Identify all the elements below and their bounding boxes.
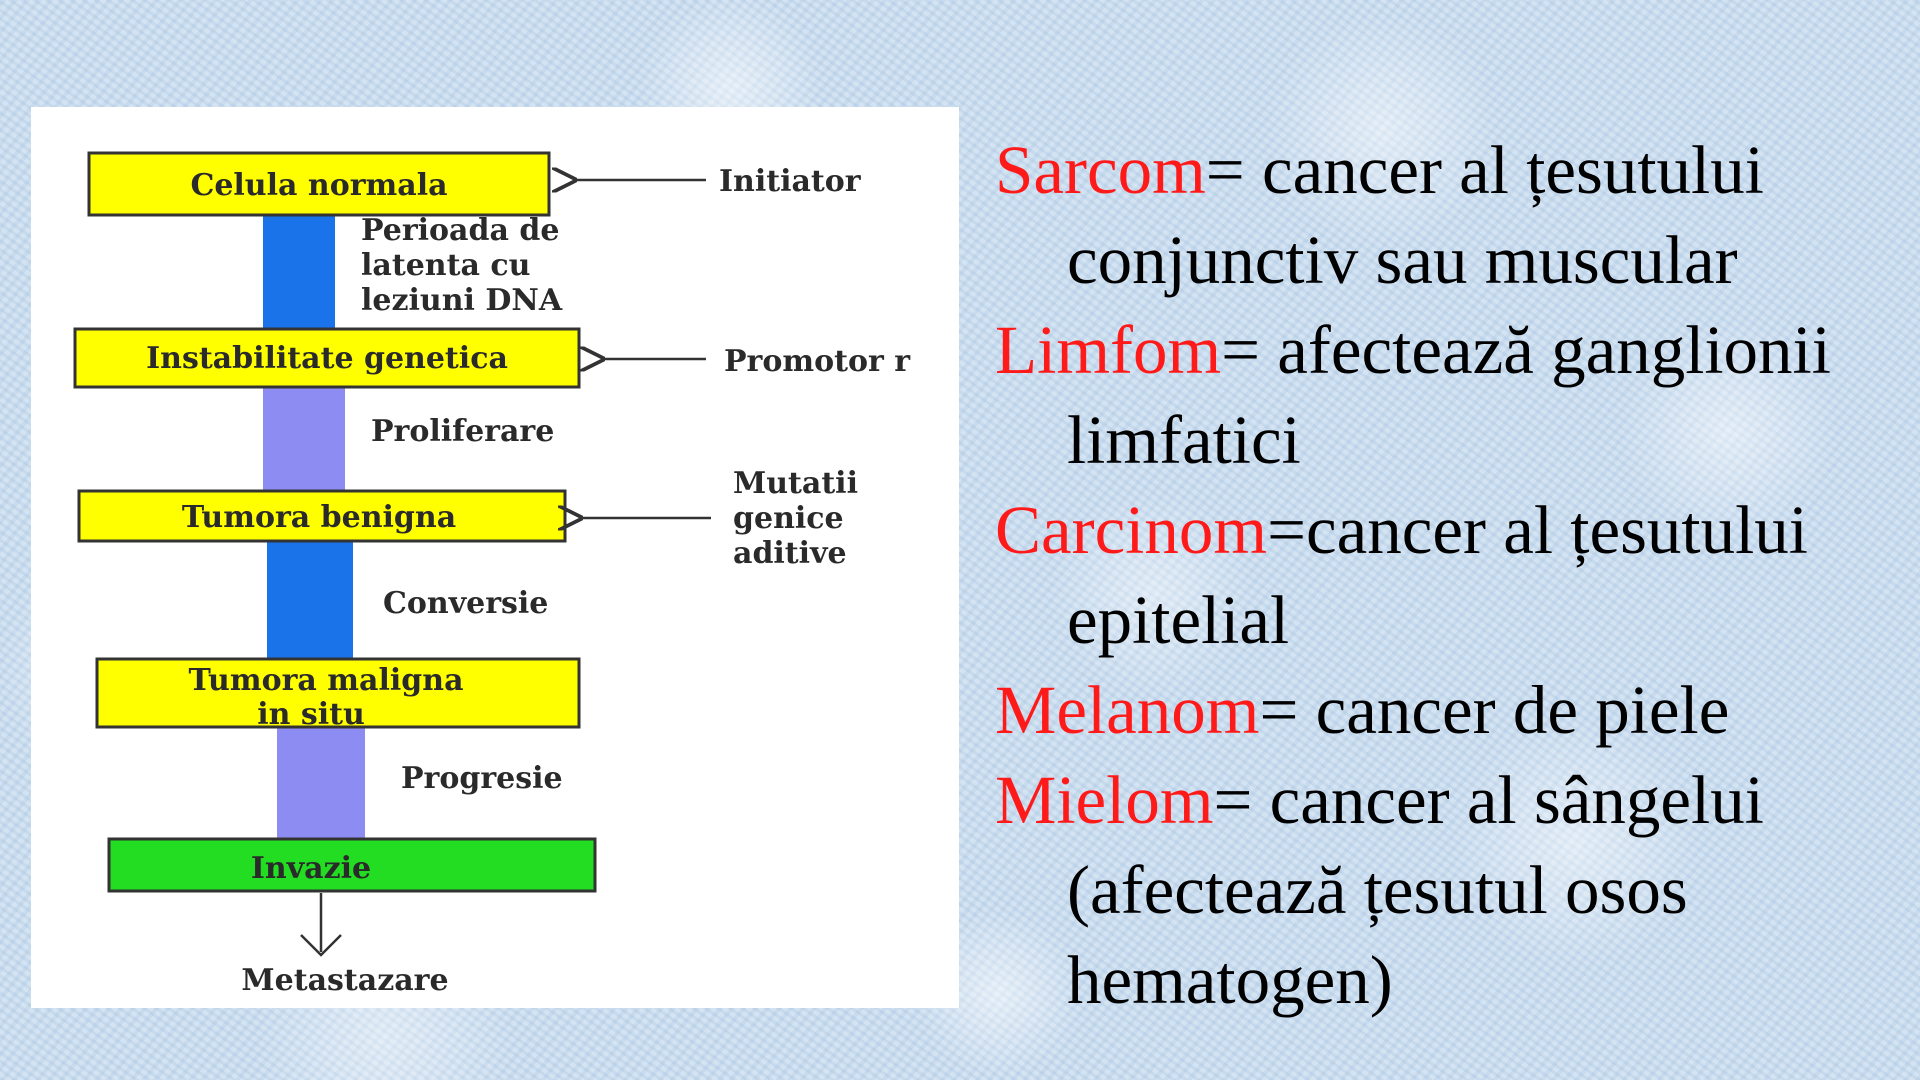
box-instabilitate-genetica-label: Instabilitate genetica [146, 341, 508, 376]
stage-label-latenta-line2: latenta cu [361, 248, 530, 283]
box-celula-normala [87, 151, 551, 217]
stage-bar-conversie [267, 539, 353, 659]
definition-text-carcinom: =cancer al țesutului epitelial [1067, 492, 1808, 658]
input-label-initiator: Initiator [719, 164, 862, 199]
stage-label-latenta-line1: Perioada de [361, 213, 559, 248]
stage-label-latenta-line3: leziuni DNA [361, 283, 563, 318]
term-sarcom: Sarcom [995, 132, 1206, 208]
carcinogenesis-diagram: Celula normala Instabilitate genetica Tu… [31, 107, 959, 1008]
box-celula-normala-label: Celula normala [190, 168, 447, 203]
stage-bar-progresie [277, 725, 365, 847]
definition-melanom: Melanom= cancer de piele [995, 665, 1905, 755]
term-melanom: Melanom [995, 672, 1260, 748]
box-invazie [107, 837, 597, 893]
box-tumora-maligna-label-line2: in situ [257, 697, 365, 732]
box-tumora-benigna [77, 489, 567, 543]
box-tumora-benigna-label: Tumora benigna [182, 500, 456, 535]
input-label-mutatii-line3: aditive [733, 536, 847, 571]
stage-label-proliferare: Proliferare [371, 414, 554, 449]
diagram-canvas: Celula normala Instabilitate genetica Tu… [73, 151, 911, 998]
box-tumora-maligna-label-line1: Tumora maligna [188, 663, 463, 698]
stage-bar-proliferare [263, 387, 345, 493]
definition-limfom: Limfom= afectează ganglionii limfatici [995, 305, 1905, 485]
box-invazie-label: Invazie [251, 851, 371, 886]
stage-label-progresie: Progresie [401, 761, 563, 796]
term-limfom: Limfom [995, 312, 1222, 388]
box-tumora-maligna [95, 657, 581, 729]
stage-bar-latenta [263, 213, 335, 331]
definition-text-mielom: = cancer al sângelui (afectează țesutul … [1067, 762, 1764, 1018]
arrowhead-metastazare [300, 934, 342, 957]
input-label-mutatii-line2: genice [733, 501, 844, 536]
definition-text-limfom: = afectează ganglionii limfatici [1067, 312, 1831, 478]
definition-text-sarcom: = cancer al țesutului conjunctiv sau mus… [1067, 132, 1764, 298]
term-mielom: Mielom [995, 762, 1214, 838]
definition-carcinom: Carcinom=cancer al țesutului epitelial [995, 485, 1905, 665]
input-label-promotor: Promotor r [724, 344, 911, 379]
box-instabilitate-genetica [73, 327, 581, 389]
definition-mielom: Mielom= cancer al sângelui (afectează țe… [995, 755, 1905, 1025]
cancer-types-list: Sarcom= cancer al țesutului conjunctiv s… [995, 125, 1905, 1025]
outcome-label-metastazare: Metastazare [241, 963, 448, 998]
term-carcinom: Carcinom [995, 492, 1268, 568]
definition-text-melanom: = cancer de piele [1259, 672, 1730, 748]
stage-label-conversie: Conversie [383, 586, 548, 621]
input-label-mutatii-line1: Mutatii [733, 466, 858, 501]
definition-sarcom: Sarcom= cancer al țesutului conjunctiv s… [995, 125, 1905, 305]
